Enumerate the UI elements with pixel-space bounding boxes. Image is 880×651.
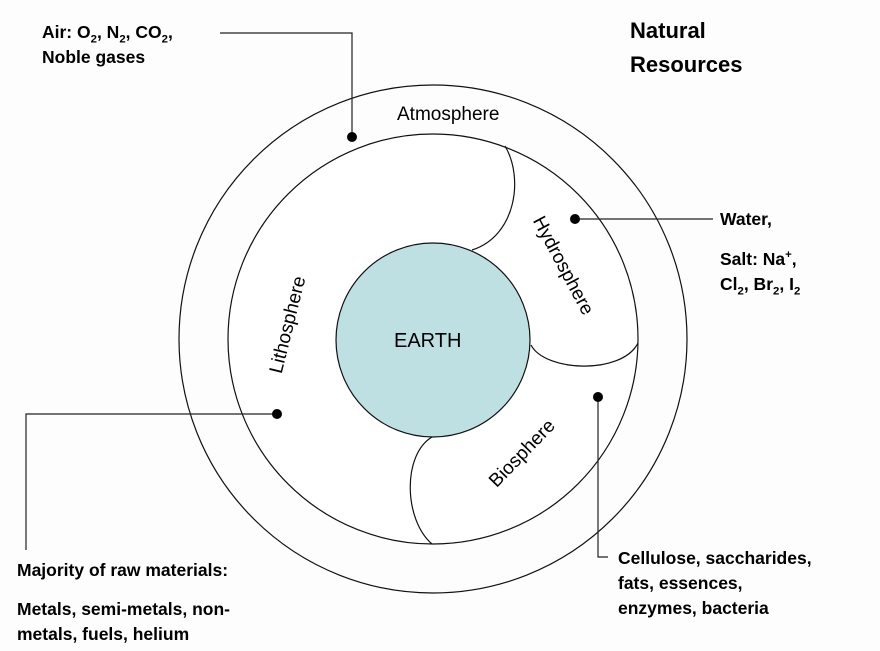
bio-leader-line [597, 397, 608, 558]
atmosphere-dot [347, 132, 357, 142]
title-line-1: Natural [630, 18, 706, 43]
hydrosphere-boundary-top [471, 145, 516, 251]
litho-line-3: metals, fuels, helium [17, 624, 190, 644]
air-line-1: Air: O2, N2, CO2, [42, 22, 173, 46]
biosphere-dot [593, 392, 603, 402]
water-callout: Water, Salt: Na+, Cl2, Br2, I2 [720, 207, 800, 297]
hydrosphere-boundary-bottom [530, 342, 639, 367]
bio-callout: Cellulose, saccharides, fats, essences, … [618, 546, 812, 621]
water-line-1: Water, [720, 209, 772, 229]
litho-callout: Majority of raw materials: Metals, semi-… [17, 558, 230, 647]
earth-circle [335, 242, 531, 438]
litho-leader-line [25, 413, 277, 550]
atmosphere-ring [178, 84, 688, 594]
litho-line-2: Metals, semi-metals, non- [17, 599, 230, 619]
water-line-3: Cl2, Br2, I2 [720, 274, 801, 298]
title-line-2: Resources [630, 52, 743, 77]
biosphere-boundary [409, 436, 433, 545]
earth-label: EARTH [394, 330, 462, 352]
litho-line-1: Majority of raw materials: [17, 560, 229, 580]
hydrosphere-dot [570, 214, 580, 224]
diagram-title: Natural Resources [630, 14, 743, 82]
air-leader-line [220, 32, 353, 137]
water-line-2: Salt: Na+, [720, 249, 797, 269]
bio-line-2: fats, essences, [618, 573, 743, 593]
lithosphere-dot [272, 409, 282, 419]
bio-line-3: enzymes, bacteria [618, 598, 769, 618]
atmosphere-label: Atmosphere [397, 104, 500, 125]
air-callout: Air: O2, N2, CO2, Noble gases [42, 20, 173, 70]
air-line-2: Noble gases [42, 47, 146, 67]
bio-line-1: Cellulose, saccharides, [618, 548, 812, 568]
